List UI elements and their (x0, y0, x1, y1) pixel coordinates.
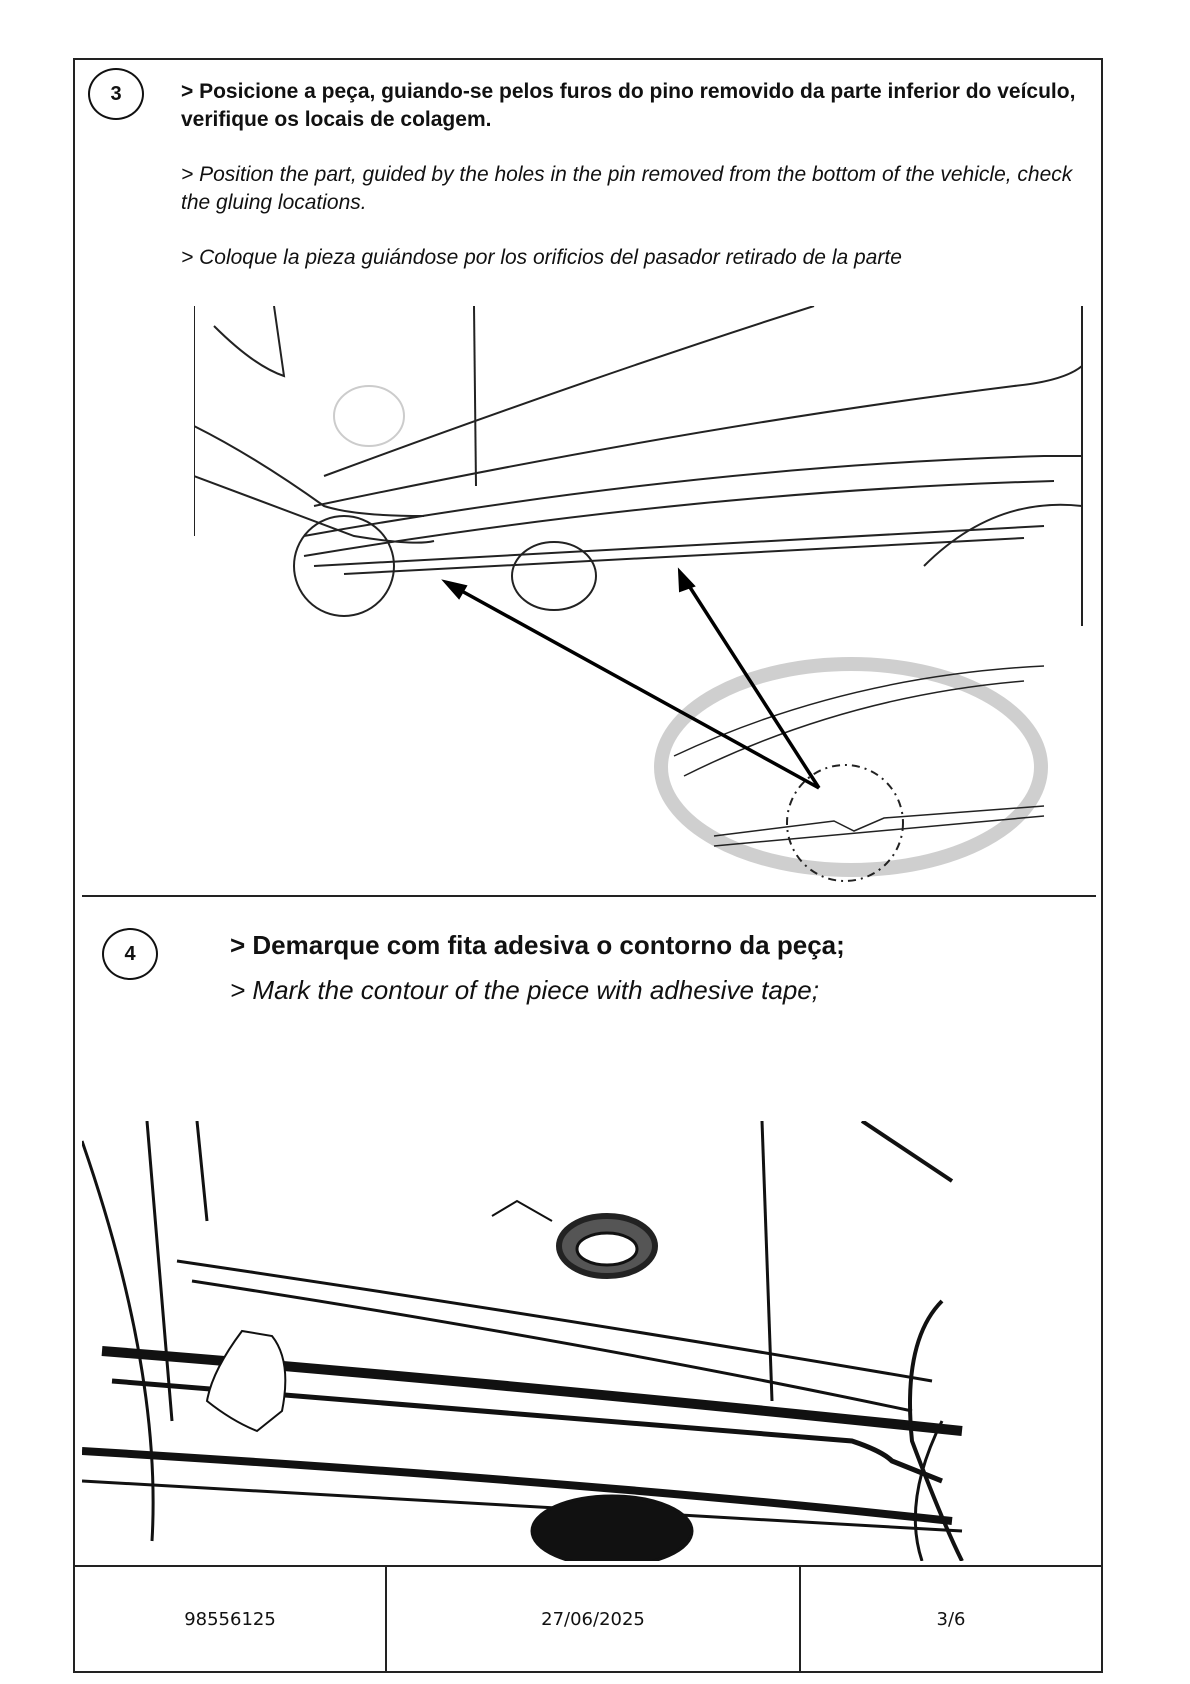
step-4-illustration (82, 1121, 964, 1561)
footer-table: 98556125 27/06/2025 3/6 (73, 1565, 1103, 1673)
step-3-text-en: > Position the part, guided by the holes… (181, 163, 1073, 214)
section-divider (82, 895, 1096, 897)
step-3-number: 3 (88, 68, 144, 120)
step-3-text-pt: > Posicione a peça, guiando-se pelos fur… (181, 80, 1076, 131)
footer-page: 3/6 (936, 1608, 966, 1630)
footer-date: 27/06/2025 (387, 1567, 801, 1671)
step-4-text-pt: > Demarque com fita adesiva o contorno d… (230, 930, 845, 960)
step-4-number: 4 (102, 928, 158, 980)
step-4-text-en: > Mark the contour of the piece with adh… (230, 975, 819, 1005)
step-3-text-es: > Coloque la pieza guiándose por los ori… (181, 246, 902, 269)
footer-part-number: 98556125 (75, 1567, 387, 1671)
step-3-illustration (194, 306, 1083, 882)
